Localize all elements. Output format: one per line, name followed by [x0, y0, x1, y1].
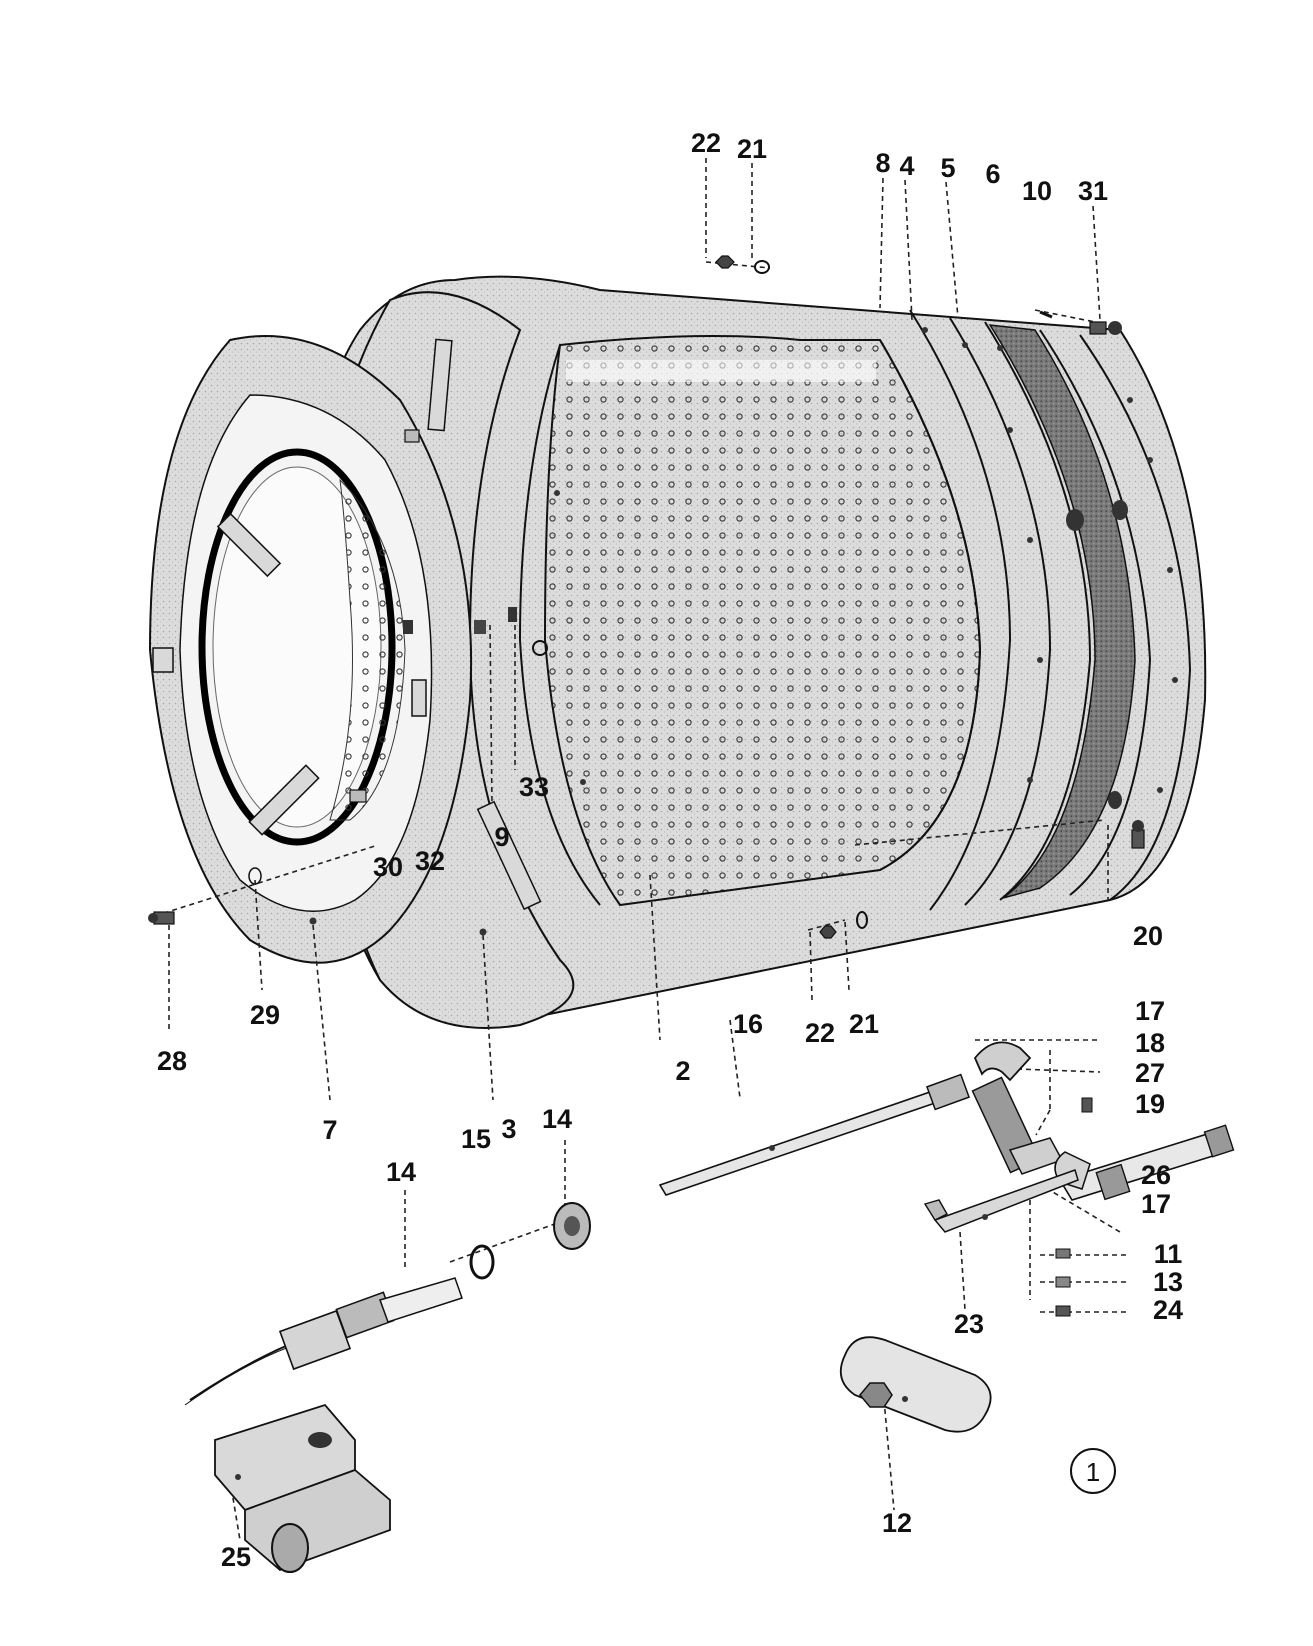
callout-24: 24 [1153, 1295, 1183, 1325]
bottom-bolt-washer [819, 911, 868, 939]
callout-labels: 22 21 8 4 5 6 10 31 33 30 32 9 20 28 29 … [157, 128, 1183, 1572]
callout-21-top: 21 [737, 134, 767, 164]
callout-28: 28 [157, 1046, 187, 1076]
callout-33: 33 [519, 772, 549, 802]
callout-17-top: 17 [1135, 996, 1165, 1026]
front-ring [148, 335, 473, 964]
callout-26: 26 [1141, 1160, 1171, 1190]
callout-20: 20 [1133, 921, 1163, 951]
callout-14-left: 14 [386, 1157, 416, 1187]
callout-5: 5 [940, 153, 955, 183]
callout-30: 30 [373, 852, 403, 882]
cover-12 [839, 1336, 992, 1433]
bracket-23 [923, 1169, 1079, 1233]
callout-2: 2 [675, 1056, 690, 1086]
callout-4: 4 [899, 151, 914, 181]
callout-6: 6 [985, 159, 1000, 189]
page-marker-number: 1 [1086, 1457, 1100, 1487]
callout-15: 15 [461, 1124, 491, 1154]
callout-9: 9 [494, 822, 509, 852]
callout-17-bottom: 17 [1141, 1189, 1171, 1219]
callout-11: 11 [1154, 1239, 1183, 1269]
callout-14-right: 14 [542, 1104, 572, 1134]
inlet-pipe-19 [1054, 1124, 1235, 1201]
valve-body-25 [214, 1403, 391, 1573]
callout-25: 25 [221, 1542, 251, 1572]
callout-3: 3 [501, 1114, 516, 1144]
callout-29: 29 [250, 1000, 280, 1030]
top-bolt-washer [715, 255, 770, 274]
callout-7: 7 [322, 1115, 337, 1145]
callout-12: 12 [882, 1508, 912, 1538]
callout-23: 23 [954, 1309, 984, 1339]
callout-22-top: 22 [691, 128, 721, 158]
elbow-hose-assembly [971, 1041, 1064, 1175]
temperature-sensor-14 [184, 1202, 591, 1406]
callout-8: 8 [875, 148, 890, 178]
callout-19: 19 [1135, 1089, 1165, 1119]
callout-21-bottom: 21 [849, 1009, 879, 1039]
front-small-hardware [349, 429, 586, 803]
callout-32: 32 [415, 846, 445, 876]
callout-22-bottom: 22 [805, 1018, 835, 1048]
callout-10: 10 [1022, 176, 1052, 206]
small-fasteners [1055, 1097, 1093, 1317]
screw-20 [1131, 820, 1145, 849]
callout-31: 31 [1078, 176, 1108, 206]
page-marker: 1 [1070, 1448, 1116, 1494]
screw-31 [1039, 310, 1122, 335]
callout-13: 13 [1153, 1267, 1183, 1297]
heating-element-16 [658, 1073, 970, 1196]
callout-16: 16 [733, 1009, 763, 1039]
callout-18: 18 [1135, 1028, 1165, 1058]
callout-27: 27 [1135, 1058, 1165, 1088]
perforated-drum [518, 335, 982, 907]
screw-28 [148, 911, 175, 925]
